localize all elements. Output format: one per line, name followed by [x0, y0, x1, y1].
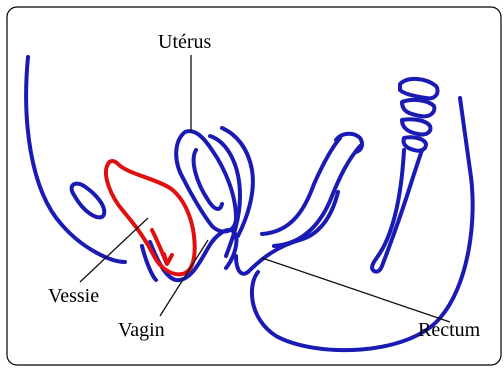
label-rectum: Rectum: [418, 319, 481, 341]
label-vagina: Vagin: [118, 319, 165, 341]
pubic-bone: [72, 184, 105, 218]
urine-flow-arrow: [164, 254, 172, 264]
sigmoid-opening: [336, 134, 362, 152]
rectum-leader-line: [262, 258, 450, 322]
label-uterus: Utérus: [158, 31, 212, 53]
rectum: [252, 98, 473, 350]
vagina-leader-line: [160, 240, 208, 316]
label-bladder: Vessie: [48, 285, 99, 307]
leader-lines: [80, 55, 450, 322]
coccyx: [372, 150, 422, 272]
sacrum-segments: [400, 79, 438, 151]
